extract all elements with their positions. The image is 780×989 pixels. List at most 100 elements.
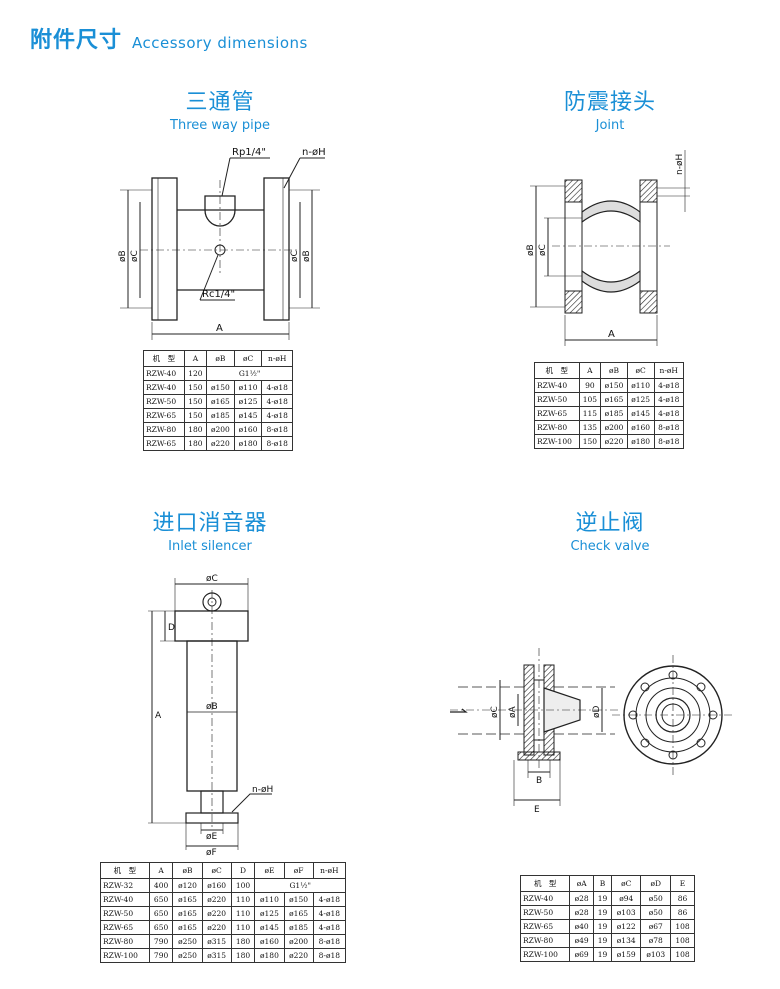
table-cell: ø94 [610, 891, 642, 906]
table-cell: ø165 [206, 394, 235, 409]
table-cell: 8-ø18 [312, 934, 347, 949]
table-cell: RZW-100 [100, 948, 150, 963]
silencer-title-cn: 进口消音器 [152, 511, 268, 536]
table-cell: ø185 [600, 406, 628, 421]
table-header: 机 型 [143, 350, 185, 367]
table-cell: ø125 [233, 394, 263, 409]
table-header: n-øH [261, 350, 293, 367]
table-cell: ø69 [569, 947, 594, 962]
table-cell: 19 [592, 891, 612, 906]
check-valve-c-label: øC [490, 706, 500, 718]
table-cell: 150 [183, 394, 208, 409]
table-cell: ø220 [201, 892, 232, 907]
check-valve-b-label: B [536, 776, 542, 786]
table-cell: ø165 [600, 392, 628, 407]
table-header: D [230, 862, 256, 879]
check-valve-title: 逆止阀 Check valve [540, 505, 680, 554]
table-cell: ø160 [254, 934, 285, 949]
table-cell: ø125 [626, 392, 655, 407]
three-way-b-label-right: øB [302, 250, 312, 262]
table-cell: G1½" [206, 366, 293, 381]
table-cell: 4-ø18 [653, 378, 684, 393]
three-way-title-cn: 三通管 [185, 90, 255, 115]
table-cell: RZW-50 [534, 392, 580, 407]
table-cell: ø28 [569, 905, 594, 920]
joint-nh-label: n-øH [675, 154, 685, 175]
three-way-a-label: A [216, 323, 223, 334]
check-valve-title-cn: 逆止阀 [575, 511, 645, 536]
table-header: n-øH [653, 362, 684, 379]
check-valve-e-label: E [534, 805, 540, 815]
table-cell: 19 [592, 905, 612, 920]
table-cell: 180 [183, 436, 208, 451]
table-cell: 8-ø18 [261, 422, 293, 437]
table-header: A [148, 862, 174, 879]
silencer-d-label: D [168, 623, 175, 633]
three-way-nh-label: n-øH [302, 147, 326, 158]
table-cell: 180 [183, 422, 208, 437]
three-way-title: 三通管 Three way pipe [150, 84, 290, 133]
table-cell: ø185 [283, 920, 314, 935]
table-cell: ø250 [172, 934, 203, 949]
table-cell: 8-ø18 [653, 420, 684, 435]
table-cell: ø250 [172, 948, 203, 963]
table-cell: 180 [230, 948, 256, 963]
table-cell: ø220 [600, 434, 628, 449]
table-header: B [592, 875, 612, 892]
table-cell: 110 [230, 906, 256, 921]
table-cell: RZW-65 [534, 406, 580, 421]
table-cell: 110 [230, 892, 256, 907]
table-cell: RZW-40 [519, 891, 571, 906]
table-cell: 790 [148, 948, 174, 963]
table-cell: RZW-40 [143, 380, 185, 395]
silencer-f-label: øF [206, 848, 217, 858]
table-cell: 19 [592, 947, 612, 962]
table-cell: 105 [578, 392, 602, 407]
table-cell: ø50 [640, 891, 671, 906]
table-cell: ø165 [172, 906, 203, 921]
table-cell: 108 [670, 933, 695, 948]
table-header: E [670, 875, 695, 892]
table-cell: 115 [578, 406, 602, 421]
table-cell: 4-ø18 [312, 906, 347, 921]
table-header: øB [172, 862, 203, 879]
table-cell: 4-ø18 [653, 392, 684, 407]
table-cell: ø49 [569, 933, 594, 948]
table-header: 机 型 [100, 862, 150, 879]
table-header: øC [626, 362, 655, 379]
table-cell: ø315 [201, 934, 232, 949]
table-header: øC [610, 875, 642, 892]
table-header: øB [206, 350, 235, 367]
table-header: øC [233, 350, 263, 367]
table-cell: 8-ø18 [261, 436, 293, 451]
table-cell: RZW-65 [519, 919, 571, 934]
table-cell: ø220 [201, 906, 232, 921]
table-cell: 8-ø18 [653, 434, 684, 449]
table-header: 机 型 [519, 875, 571, 892]
inlet-silencer-drawing [148, 578, 272, 850]
table-cell: ø159 [610, 947, 642, 962]
table-cell: ø134 [610, 933, 642, 948]
table-header: øF [283, 862, 314, 879]
table-header: 机 型 [534, 362, 580, 379]
table-cell: ø150 [600, 378, 628, 393]
table-cell: ø150 [283, 892, 314, 907]
joint-title: 防震接头 Joint [540, 84, 680, 133]
silencer-nh-label: n-øH [252, 785, 273, 795]
table-header-row: 机 型 A øB øC n-øH [143, 350, 293, 367]
table-cell: ø220 [201, 920, 232, 935]
table-cell: 4-ø18 [653, 406, 684, 421]
table-cell: RZW-32 [100, 878, 150, 893]
